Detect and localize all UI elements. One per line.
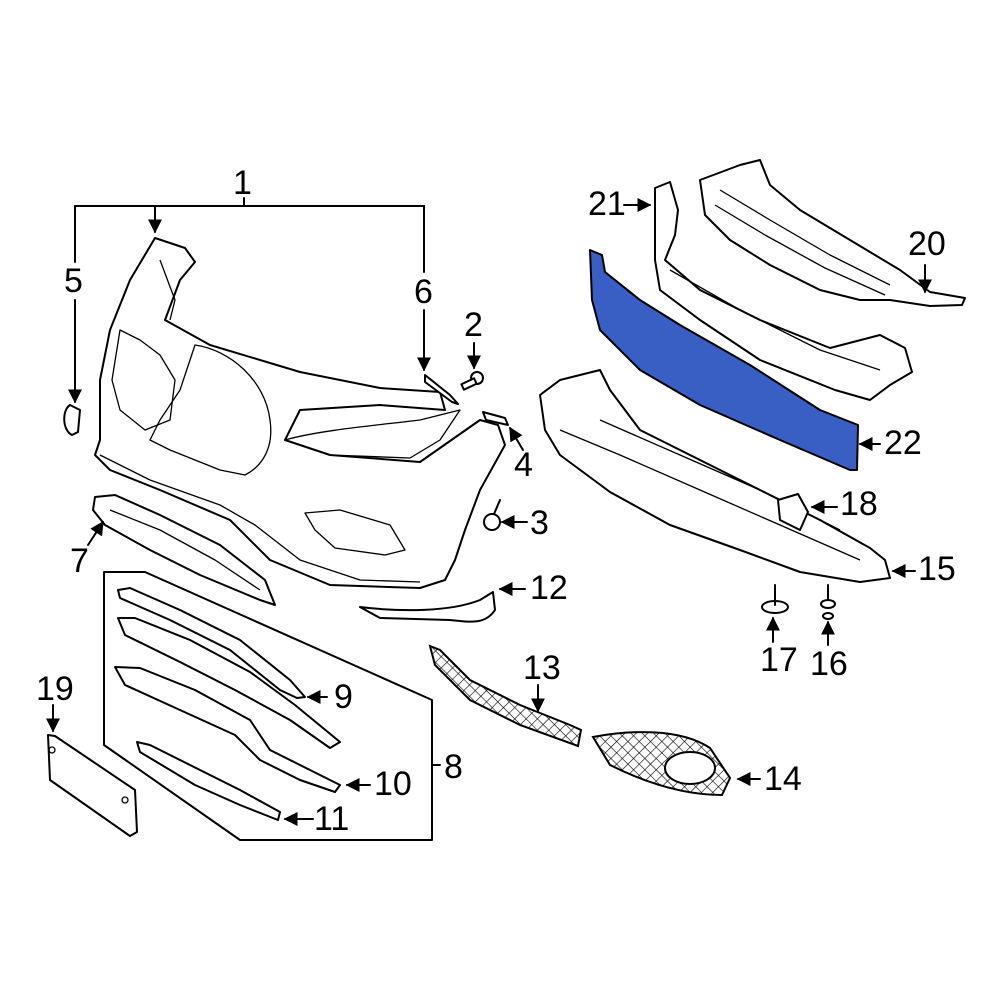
part-20-upper-bracket[interactable] [699, 159, 966, 307]
callout-label-13: 13 [523, 649, 561, 687]
part-21-bumper-reinforcement[interactable] [623, 181, 913, 401]
part-9-trim[interactable] [117, 587, 341, 749]
callout-label-21: 21 [588, 185, 626, 223]
part-11-trim[interactable] [136, 741, 314, 826]
callout-label-15: 15 [918, 550, 956, 588]
part-13-grille-mesh[interactable] [428, 644, 583, 748]
part-12-trim-strip[interactable] [359, 582, 526, 623]
part-19-license-bracket[interactable] [46, 704, 138, 837]
callout-label-11: 11 [314, 800, 350, 838]
part-8-group-box [103, 571, 441, 841]
part-2-screw[interactable] [460, 342, 484, 391]
callout-label-6: 6 [414, 273, 433, 311]
callout-label-18: 18 [840, 485, 878, 523]
callout-label-5: 5 [64, 262, 83, 300]
callout-label-16: 16 [810, 645, 848, 683]
callout-label-14: 14 [764, 760, 802, 798]
part-18-clip[interactable] [777, 493, 838, 531]
part-22-energy-absorber[interactable] [589, 249, 881, 471]
part-14-fog-grille[interactable] [591, 731, 761, 797]
callout-label-12: 12 [530, 569, 568, 607]
callout-1-bracket [74, 197, 425, 273]
callout-label-20: 20 [908, 225, 946, 263]
part-4-bracket[interactable] [482, 411, 524, 451]
callout-label-19: 19 [36, 670, 74, 708]
part-10-trim[interactable] [114, 666, 371, 793]
part-6-trim[interactable] [417, 309, 459, 405]
part-16-push-pin[interactable] [820, 584, 836, 646]
callout-label-10: 10 [374, 765, 412, 803]
callout-label-2: 2 [464, 306, 483, 344]
callout-label-3: 3 [530, 504, 549, 542]
callout-label-17: 17 [760, 641, 798, 679]
callout-label-7: 7 [70, 542, 89, 580]
part-3-screw[interactable] [483, 499, 528, 531]
part-7-lower-grille[interactable] [87, 494, 276, 606]
callout-label-1: 1 [233, 164, 252, 202]
callout-label-4: 4 [514, 446, 533, 484]
callout-label-22: 22 [884, 424, 922, 462]
part-17-push-pin[interactable] [761, 584, 789, 643]
bumper-cover-part-1[interactable] [94, 237, 506, 589]
callout-label-8: 8 [444, 748, 463, 786]
part-5-clip[interactable] [63, 299, 82, 436]
callout-label-9: 9 [334, 678, 353, 716]
